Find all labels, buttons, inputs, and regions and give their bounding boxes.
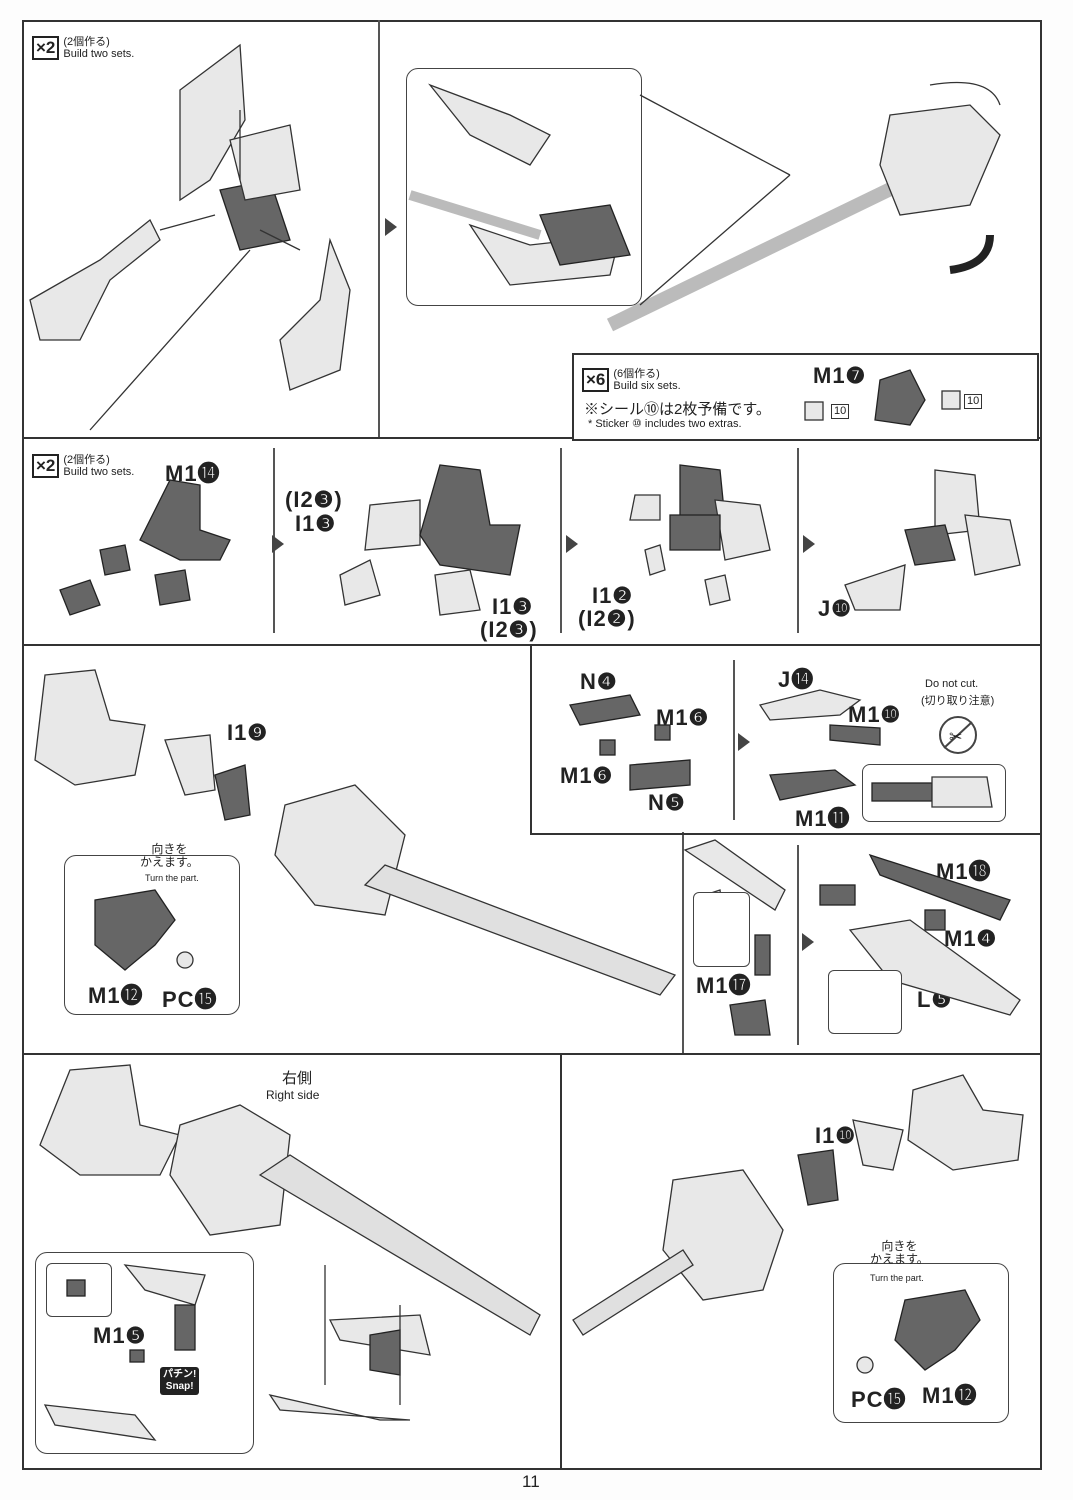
step-arrow [803,535,815,553]
count-badge: ×6 [582,368,610,392]
bracket-parts [569,694,691,791]
step-arrow [272,535,284,553]
part-label: M1❼ [813,363,867,388]
turn-note-en: Turn the part. [870,1273,924,1283]
part-label: PC⓯ [851,1387,907,1412]
joint-part [856,1289,981,1374]
part-label: (I2❸) [285,487,343,512]
divider [797,448,799,633]
divider [22,644,1042,646]
part-label: PC⓯ [162,987,218,1012]
turn-note-jp: 向きを かえます。 [870,1239,929,1266]
part-label: N❹ [580,669,618,694]
divider [560,1055,562,1468]
divider [797,845,799,1045]
weapon-assembly-diagram [29,43,351,431]
count-badge: ×2 [32,454,60,478]
build-count: ×2 (2個作る)Build two sets. [32,454,134,478]
count-badge: ×2 [32,36,60,60]
part-label: M1⓬ [922,1383,978,1408]
divider [22,1053,1042,1055]
rotation-diagram [408,81,1001,332]
part-label: N❺ [648,790,686,815]
sets-en: Build two sets. [63,466,135,478]
sets-en: Build two sets. [63,48,135,60]
sub-step-box [530,645,1042,835]
step-arrow [385,218,397,236]
snap-jp: パチン! [163,1369,197,1380]
part-label: I1❷ [592,583,634,608]
part-label: M1❹ [944,926,998,951]
sets-jp: (2個作る) [63,454,110,466]
divider [22,437,1042,439]
detail-callout [693,892,750,967]
wing-assembly-diagram [572,1074,1024,1336]
step-arrow [566,535,578,553]
detail-callout [828,970,902,1034]
svg-text:✂: ✂ [949,729,962,746]
step-arrow [802,933,814,951]
part-label: M1❺ [93,1323,147,1348]
page-number: 11 [522,1472,540,1491]
joint-part [94,889,194,971]
turn-note-en: Turn the part. [145,873,199,883]
sets-jp: (2個作る) [63,36,110,48]
part-label: I1❸ [492,594,534,619]
sets-jp: (6個作る) [613,368,660,380]
snap-en: Snap! [165,1381,194,1392]
divider [682,832,684,1054]
part-label: J❿ [818,596,852,621]
step-arrow [738,733,750,751]
turn-note-jp: 向きを かえます。 [140,842,199,869]
launcher-assembly [629,464,771,606]
wing-assembly-diagram [34,669,677,996]
sticker-diagram [804,369,961,426]
mount-detail [43,1264,206,1441]
sticker-number: 10 [964,394,983,409]
side-en: Right side [266,1088,320,1102]
blade-assembly [819,853,1021,1016]
sets-en: Build six sets. [613,380,681,392]
launcher-assembly [59,479,231,616]
part-label: (I2❸) [480,617,538,642]
part-label: (I2❷) [578,606,636,631]
part-label: I1❸ [295,511,337,536]
launcher-assembly [844,469,1021,611]
part-label: I1❿ [815,1123,857,1148]
launcher-assembly [339,464,521,616]
part-label: M1❻ [560,763,614,788]
do-not-cut-jp: (切り取り注意) [921,695,995,707]
divider [378,20,380,438]
sticker-note-en: * Sticker ⑩ includes two extras. [588,418,742,430]
sticker-number: 10 [831,404,850,419]
part-label: J⓮ [778,667,815,692]
build-count: ×2 (2個作る)Build two sets. [32,36,134,60]
sticker-note-box [572,353,1039,441]
build-count: ×6 (6個作る)Build six sets. [582,368,681,392]
part-label: M1❿ [848,702,902,727]
part-label: M1⓬ [88,983,144,1008]
snap-badge: パチン! Snap! [160,1367,200,1395]
part-label: I1❾ [227,720,269,745]
no-cut-icon: ✂ [939,716,977,754]
sticker-note-jp: ※シール⑩は2枚予備です。 [584,401,771,418]
do-not-cut-en: Do not cut. [925,678,979,690]
side-jp: 右側 [282,1070,313,1087]
divider [733,660,735,820]
part-label: M1⓫ [795,806,851,831]
part-label: M1⓱ [696,973,752,998]
divider [560,448,562,633]
bracket-detail [871,776,993,808]
bracket-parts [758,689,881,801]
